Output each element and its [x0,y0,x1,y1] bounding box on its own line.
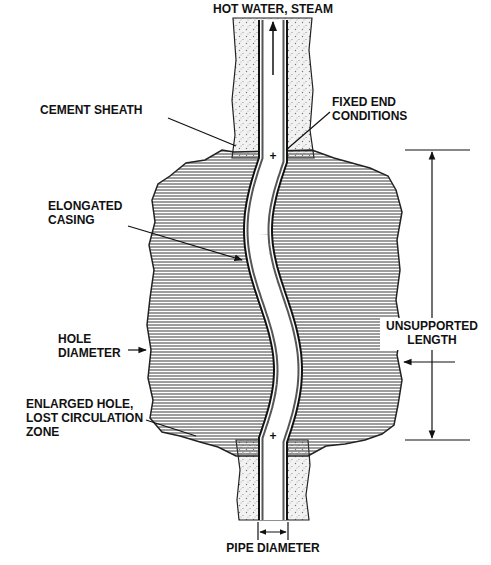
callout-label: FIXED END CONDITIONS [332,96,432,124]
callout-label: CEMENT SHEATH [40,104,170,118]
dimension-line [405,439,470,440]
leader-line [404,361,455,362]
casing-bore [258,20,288,520]
dimension-line [257,522,258,540]
leader-line [128,349,146,350]
callout-label: ELONGATED CASING [48,200,146,228]
leader-line [128,226,242,260]
callout-label: ENLARGED HOLE, LOST CIRCULATION ZONE [26,398,166,439]
casing-wall [258,20,288,520]
fixed-point-mark: + [266,150,280,164]
dimension-line [431,152,432,438]
callout-label: HOT WATER, STEAM [188,3,358,17]
callout-label: UNSUPPORTED LENGTH [380,318,484,350]
flow-arrow [272,22,274,75]
casing-wall [258,20,288,520]
callout-label: PIPE DIAMETER [198,542,348,556]
dimension-line [405,149,470,150]
casing-wall [258,20,288,520]
dimension-line [260,532,286,533]
callout-label: HOLE DIAMETER [58,333,132,361]
fixed-point-mark: + [266,430,280,444]
leader-line [286,112,330,150]
leader-line [146,420,196,436]
dimension-line [287,522,288,540]
leader-line [168,118,236,146]
